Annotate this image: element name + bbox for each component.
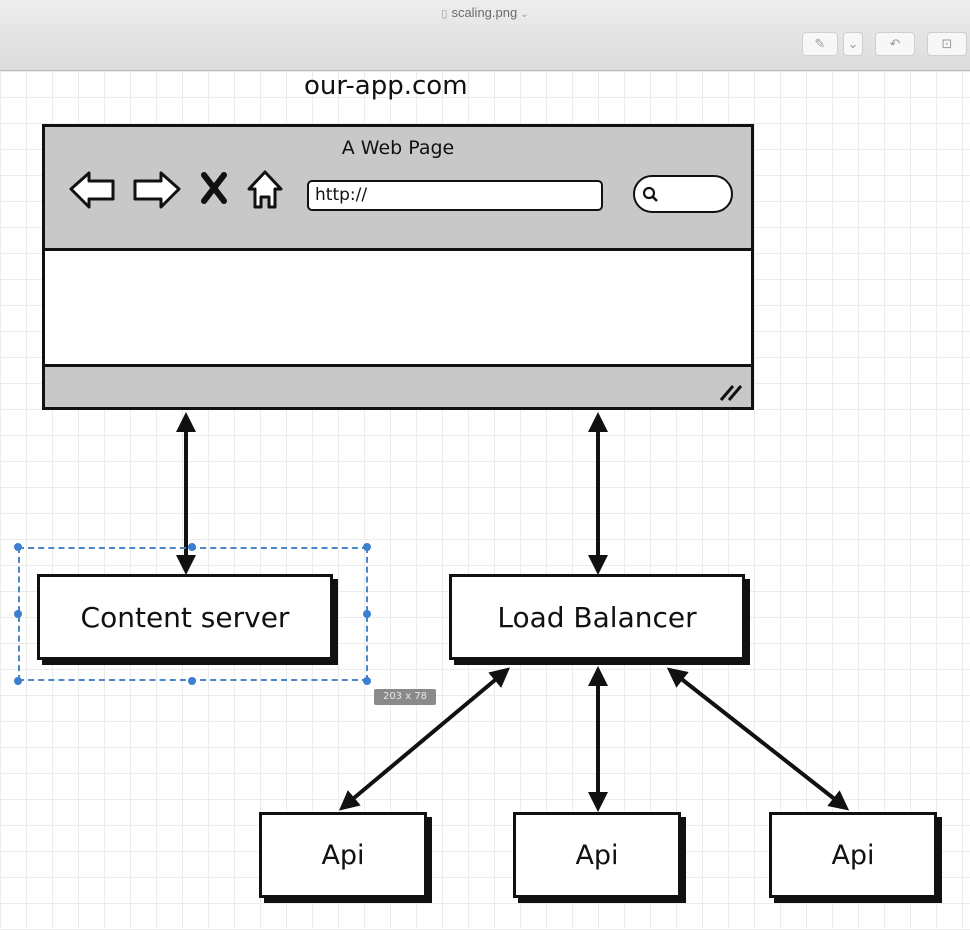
selection-outline (18, 547, 368, 681)
load-balancer-label: Load Balancer (497, 600, 697, 634)
selection-handle-bottom-left[interactable] (14, 677, 22, 685)
selection-handle-top-middle[interactable] (188, 543, 196, 551)
home-icon (247, 170, 283, 209)
selection-handle-bottom-right[interactable] (363, 677, 371, 685)
browser-search-field[interactable] (633, 175, 733, 213)
site-label: our-app.com (304, 71, 468, 101)
browser-page-title: A Web Page (341, 137, 455, 159)
markup-pencil-button[interactable]: ✎ (802, 32, 838, 56)
content-server-box[interactable]: Content server (37, 574, 333, 660)
close-x-icon (201, 172, 227, 204)
forward-arrow-icon (133, 171, 181, 209)
api-label: Api (575, 839, 619, 871)
arrow-lb-api-1 (338, 667, 511, 811)
browser-mockup[interactable]: A Web Page http:// (42, 124, 754, 410)
title-chevron-icon[interactable]: ⌄ (520, 9, 529, 20)
browser-nav-icons (69, 170, 283, 209)
selection-handle-middle-right[interactable] (363, 610, 371, 618)
arrow-lb-api-3 (666, 667, 850, 811)
search-icon (642, 186, 658, 202)
browser-status-bar (45, 364, 751, 407)
api-box-1[interactable]: Api (259, 812, 427, 898)
api-box-3[interactable]: Api (769, 812, 937, 898)
rotate-button[interactable]: ↶ (875, 32, 915, 56)
rotate-icon: ↶ (889, 36, 901, 52)
api-label: Api (831, 839, 875, 871)
selection-handle-middle-left[interactable] (14, 610, 22, 618)
document-icon: ▯ (441, 8, 448, 20)
selection-handle-top-left[interactable] (14, 543, 22, 551)
selection-size-badge: 203 x 78 (374, 689, 436, 705)
toolbox-icon: ⊡ (941, 36, 953, 52)
api-label: Api (321, 839, 365, 871)
content-server-label: Content server (80, 600, 290, 634)
markup-options-button[interactable]: ⌄ (843, 32, 863, 56)
load-balancer-box[interactable]: Load Balancer (449, 574, 745, 660)
selection-handle-bottom-middle[interactable] (188, 677, 196, 685)
api-box-2[interactable]: Api (513, 812, 681, 898)
chevron-down-icon: ⌄ (847, 36, 859, 52)
browser-header: A Web Page http:// (45, 127, 751, 251)
selection-handle-top-right[interactable] (363, 543, 371, 551)
back-arrow-icon (69, 171, 115, 209)
resize-grip-icon[interactable] (717, 382, 745, 402)
toolbox-button[interactable]: ⊡ (927, 32, 967, 56)
window-titlebar: ▯scaling.png⌄ ✎ ⌄ ↶ ⊡ (0, 0, 970, 71)
pencil-icon: ✎ (814, 36, 826, 52)
window-title-area: ▯scaling.png⌄ (0, 5, 970, 20)
url-field[interactable]: http:// (307, 180, 603, 211)
window-title: scaling.png (451, 5, 518, 20)
